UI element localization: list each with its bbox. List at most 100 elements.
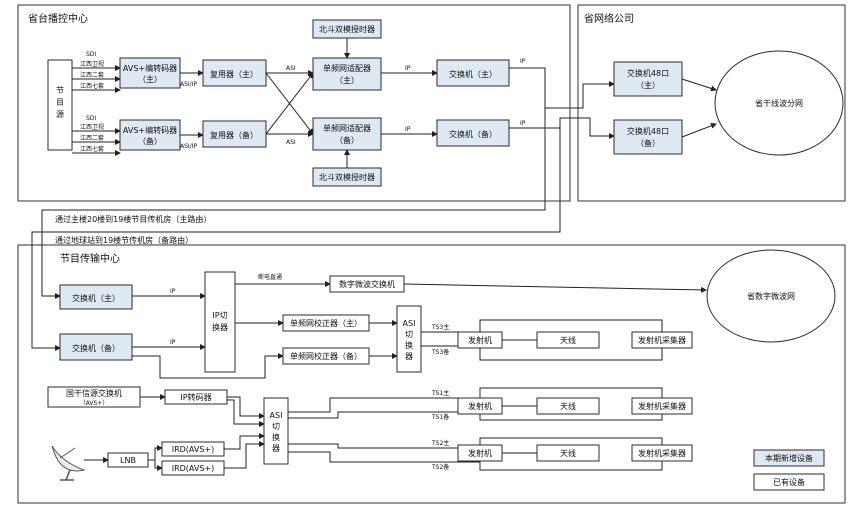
sfn-adapter-main-label: 单频网适配器 (323, 63, 371, 73)
sfn-corrector-main-label: 单频网校正器（主） (290, 318, 362, 328)
collector-ts1-label: 发射机采集器 (638, 401, 686, 411)
asi-switcher-bottom-1: ASI (270, 411, 283, 420)
asi-switcher-bottom[interactable] (263, 397, 289, 465)
ts2-backup-label: TS2备 (431, 463, 449, 471)
program-source-label-2: 目 (56, 98, 64, 107)
legend-new-equipment-label: 本期新增设备 (765, 453, 813, 463)
switch48-main-label: 交换机48口 (627, 68, 669, 78)
multiplexer-backup[interactable] (202, 120, 267, 148)
switch48-main[interactable] (613, 61, 683, 97)
ts3-backup-label: TS3备 (431, 348, 449, 356)
collector-ts3[interactable] (631, 331, 693, 349)
antenna-ts1-label: 天线 (560, 401, 576, 411)
ts3-main-label: TS3主 (431, 323, 449, 331)
switch-backup-tc[interactable] (59, 333, 133, 361)
asi-switcher-top-1: ASI (403, 319, 416, 328)
sdi-main-label: SDI (86, 51, 96, 58)
ird-2-label: IRD(AVS+) (172, 464, 215, 473)
sdi-main-channel-3: 江西七套 (80, 82, 104, 90)
switch-main-tc-label: 交换机（主） (72, 293, 120, 303)
ts1-main-label: TS1主 (431, 389, 449, 397)
digital-mw-switch-label: 数字微波交换机 (339, 279, 395, 289)
ip-transcoder-label: IP转码器 (180, 392, 211, 402)
encoder-backup[interactable] (119, 119, 181, 151)
transmission-center-title: 节目传输中心 (60, 252, 120, 265)
legend-new-equipment (753, 449, 825, 467)
asi-switcher-top-2: 切 (405, 330, 413, 339)
encoder-main[interactable] (119, 57, 181, 89)
asi-label-bottom: ASI (286, 139, 296, 146)
antenna-ts2[interactable] (536, 444, 600, 462)
lnb-label: LNB (120, 456, 136, 465)
national-switch-sub: （AVS+） (80, 400, 109, 407)
multiplexer-main-label: 复用器（主） (210, 69, 258, 79)
asi-switcher-top-4: 器 (405, 352, 413, 361)
beidou-timer-top-label: 北斗双模授时器 (319, 24, 375, 34)
asi-switcher-bottom-4: 器 (272, 444, 280, 453)
sfn-adapter-main-sub: （主） (335, 75, 359, 85)
encoder-main-label: AVS+编转码器 (123, 63, 177, 73)
provincial-trunk-network[interactable] (714, 50, 844, 156)
encoder-main-sub: （主） (138, 74, 162, 84)
ip-label-tc-main: IP (170, 288, 176, 295)
national-switch-label: 国干信源交换机 (66, 388, 122, 398)
sdi-main-channel-1: 江西卫视 (80, 60, 104, 68)
program-source-label-1: 节 (56, 86, 64, 95)
sdi-backup-channel-3: 江西七套 (80, 145, 104, 153)
ird-1-label: IRD(AVS+) (172, 445, 215, 454)
ts1-backup-label: TS1备 (431, 413, 449, 421)
program-source-box (47, 59, 73, 151)
provincial-trunk-label: 省干线波分网 (755, 98, 803, 108)
antenna-ts1[interactable] (536, 397, 600, 415)
antenna-ts2-label: 天线 (560, 448, 576, 458)
ip-switcher-label-1: IP切 (212, 311, 227, 320)
asi-ip-label-backup: ASI/IP (180, 143, 197, 150)
switch48-backup[interactable] (613, 119, 683, 155)
switch-backup-top-label: 交换机（备） (449, 129, 497, 139)
multiplexer-main[interactable] (202, 59, 267, 87)
ip-switcher[interactable] (204, 271, 236, 373)
switch-main-top-label: 交换机（主） (449, 69, 497, 79)
sfn-corrector-backup-label: 单频网校正器（备） (290, 351, 362, 361)
transmitter-ts2-label: 发射机 (468, 448, 492, 458)
provincial-mw-label: 省数字微波网 (747, 291, 795, 301)
switch-main-tc[interactable] (59, 284, 133, 310)
provincial-mw-network[interactable] (706, 249, 836, 343)
sdi-backup-label: SDI (86, 115, 96, 122)
route-backup-label: 通过地球站到19楼节传机房（备路由） (55, 235, 193, 245)
asi-switcher-top-3: 换 (405, 340, 413, 350)
power-direct-label: 断电直通 (258, 273, 282, 281)
collector-ts3-label: 发射机采集器 (638, 335, 686, 345)
collector-ts1[interactable] (631, 397, 693, 415)
switch-backup-top[interactable] (436, 119, 510, 147)
transmitter-ts1-label: 发射机 (468, 401, 492, 411)
ip-label-switch-main: IP (520, 58, 526, 65)
switch-main-top[interactable] (436, 59, 510, 87)
transmitter-ts3-label: 发射机 (468, 335, 492, 345)
antenna-ts3-label: 天线 (560, 335, 576, 345)
multiplexer-backup-label: 复用器（备） (210, 130, 258, 140)
sdi-backup-channel-1: 江西卫视 (80, 123, 104, 131)
antenna-ts3[interactable] (536, 331, 600, 349)
switch48-backup-label: 交换机48口 (627, 126, 669, 136)
broadcast-center-region (17, 4, 571, 202)
sfn-adapter-backup[interactable] (312, 117, 382, 151)
ip-label-switch-backup: IP (520, 120, 526, 127)
legend-existing-equipment (753, 473, 825, 491)
broadcast-center-title: 省台播控中心 (28, 12, 88, 25)
collector-ts2[interactable] (631, 444, 693, 462)
network-company-title: 省网络公司 (584, 12, 634, 25)
collector-ts2-label: 发射机采集器 (638, 448, 686, 458)
ip-label-bottom: IP (405, 126, 411, 133)
asi-ip-label-main: ASI/IP (180, 81, 197, 88)
asi-switcher-bottom-2: 切 (272, 422, 280, 431)
program-source-label-3: 源 (56, 110, 64, 119)
ip-label-tc-backup: IP (170, 339, 176, 346)
sfn-adapter-backup-sub: （备） (335, 135, 359, 145)
sfn-adapter-backup-label: 单频网适配器 (323, 123, 371, 133)
transmission-center-region (17, 244, 846, 504)
sfn-adapter-main[interactable] (312, 57, 382, 91)
switch48-backup-sub: （备） (636, 138, 660, 148)
asi-switcher-top[interactable] (396, 305, 422, 373)
